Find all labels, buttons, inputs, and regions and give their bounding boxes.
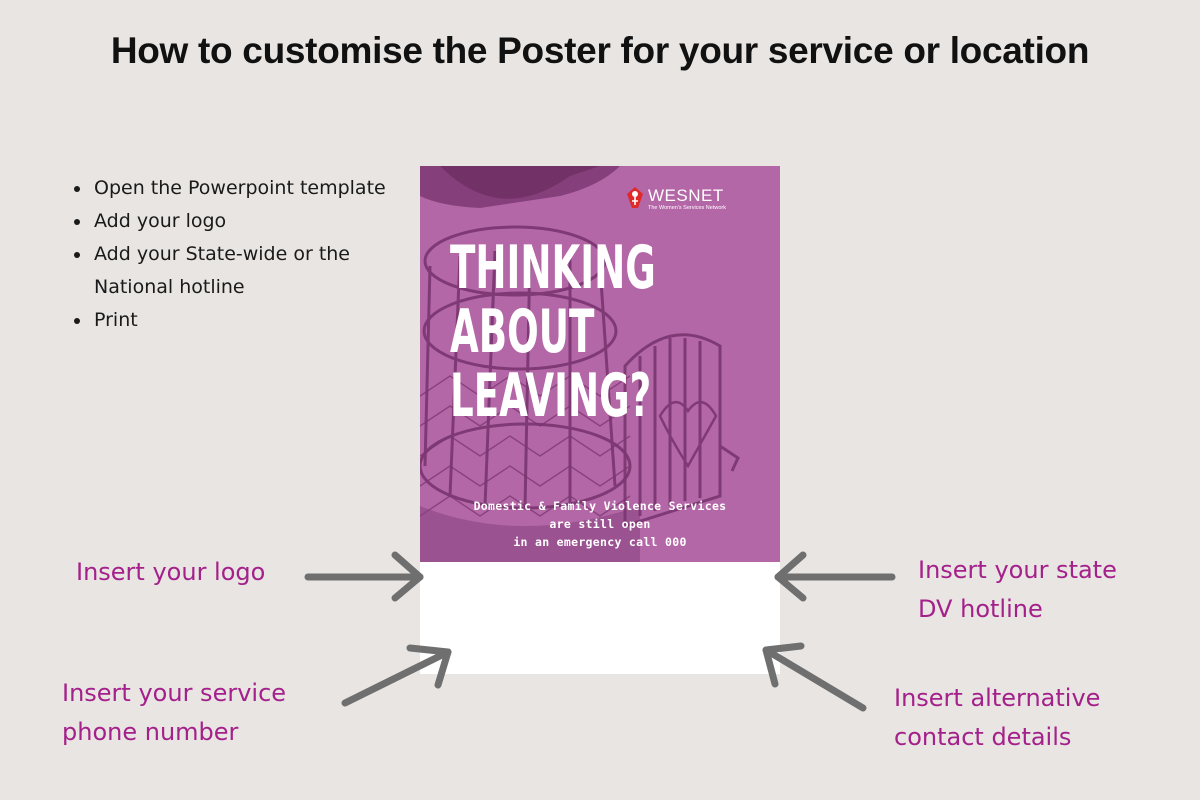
label-insert-logo: Insert your logo (76, 558, 266, 586)
step-item: Add your logo (92, 205, 392, 238)
step-item: Add your State-wide or the National hotl… (92, 238, 392, 304)
label-insert-alt-contact: Insert alternative contact details (894, 679, 1100, 757)
arrow-right-icon (304, 551, 424, 602)
poster-headline: THINKING ABOUT LEAVING? (450, 233, 656, 431)
brand-name: WESNET (648, 186, 724, 205)
notice-line: Domestic & Family Violence Services (473, 499, 727, 513)
poster-preview: WESNET The Women's Services Network THIN… (420, 166, 780, 562)
label-line: Insert alternative (894, 684, 1101, 712)
instruction-list: Open the Powerpoint template Add your lo… (70, 172, 392, 337)
label-line: phone number (62, 718, 239, 746)
step-item: Open the Powerpoint template (92, 172, 392, 205)
notice-line: are still open (549, 517, 651, 531)
label-line: Insert your service (62, 679, 287, 707)
label-line: contact details (894, 723, 1072, 751)
notice-line: in an emergency call 000 (513, 535, 687, 549)
blank-insert-area (420, 562, 780, 674)
headline-line: LEAVING? (450, 361, 652, 431)
arrow-up-left-icon (762, 642, 867, 712)
arrow-left-icon (774, 551, 896, 602)
label-insert-state-hotline: Insert your state DV hotline (918, 551, 1117, 629)
poster-notice: Domestic & Family Violence Services are … (420, 497, 780, 551)
wesnet-logo: WESNET The Women's Services Network (626, 186, 756, 212)
step-item: Print (92, 304, 392, 337)
birdcage-illustration (420, 166, 740, 562)
headline-line: ABOUT (450, 297, 595, 367)
label-insert-service-phone: Insert your service phone number (62, 674, 286, 752)
label-line: DV hotline (918, 595, 1043, 623)
wesnet-mark-icon (627, 187, 643, 208)
arrow-up-right-icon (341, 644, 452, 707)
brand-subtitle: The Women's Services Network (648, 205, 726, 211)
page-title: How to customise the Poster for your ser… (110, 30, 1090, 71)
headline-line: THINKING (450, 233, 656, 303)
label-line: Insert your state (918, 556, 1117, 584)
